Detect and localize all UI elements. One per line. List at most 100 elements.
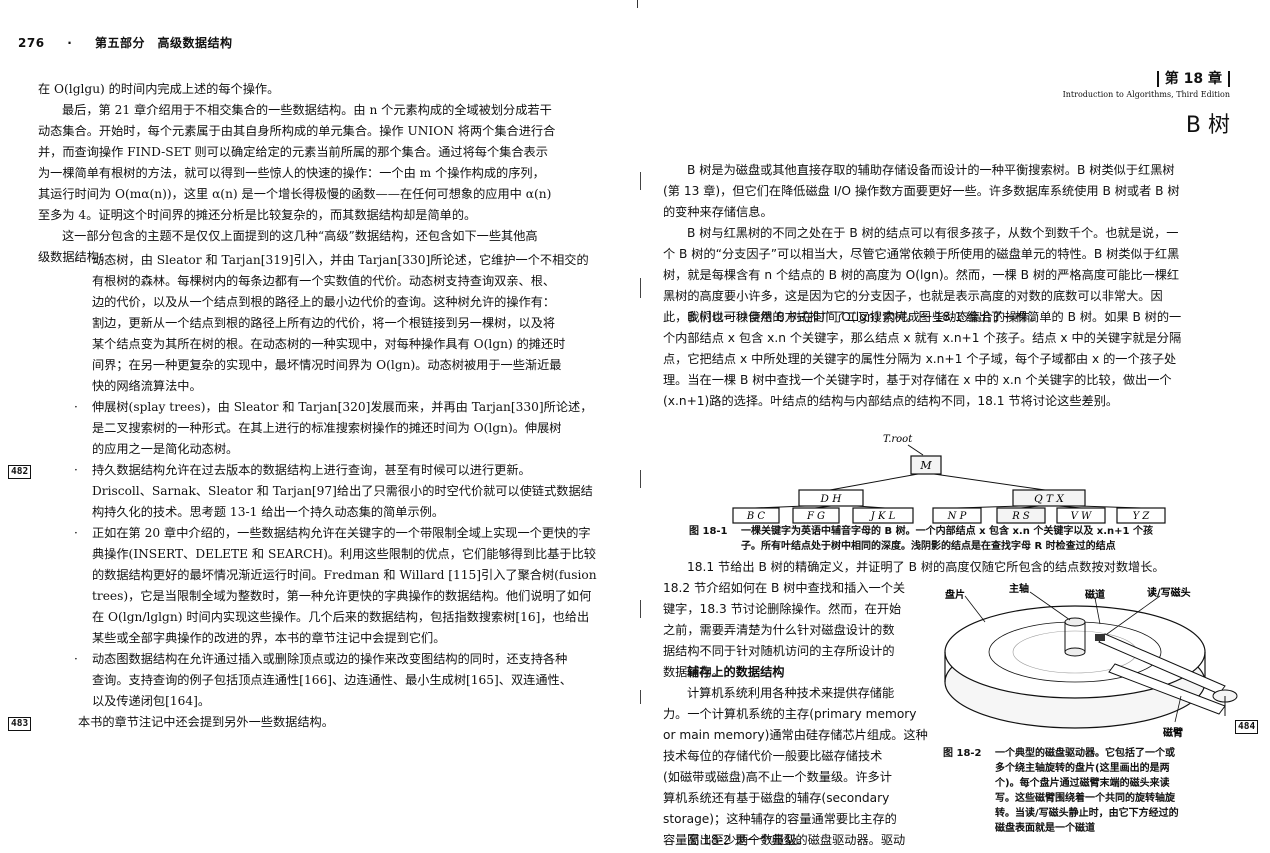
text-line: 正如在第 20 章中介绍的，一些数据结构允许在关键字的一个带限制全域上实现一个更… <box>92 526 591 540</box>
bullet-item: · 持久数据结构允许在过去版本的数据结构上进行查询，甚至有时候可以进行更新。 D… <box>74 460 593 523</box>
spindle-cap <box>1064 617 1086 627</box>
tree-leaf-label: J K L <box>869 511 896 522</box>
text-line: 典操作(INSERT、DELETE 和 SEARCH)。利用这些限制的优点，它们… <box>92 547 596 561</box>
gutter-line <box>640 172 641 190</box>
bullet-dot: · <box>74 526 78 540</box>
text-line: 间界；在另一种更复杂的实现中，最坏情况时间界为 O(lgn)。动态树被用于一些渐… <box>92 358 562 372</box>
text-line: 点，它把结点 x 中所处理的关键字的属性分隔为 x.n+1 个子域，每个子域都由… <box>663 352 1177 366</box>
bullet-item: · 动态树，由 Sleator 和 Tarjan[319]引入，并由 Tarja… <box>74 250 589 397</box>
text-line: 个内部结点 x 包含 x.n 个关键字，那么结点 x 就有 x.n+1 个孩子。… <box>663 331 1182 345</box>
text-line: 动态树，由 Sleator 和 Tarjan[319]引入，并由 Tarjan[… <box>92 253 589 267</box>
page-number: 276 <box>18 36 45 50</box>
running-header: 276 · 第五部分 高级数据结构 <box>18 34 233 51</box>
bullet-item: · 伸展树(splay trees)，由 Sleator 和 Tarjan[32… <box>74 397 592 460</box>
text-line: 此，我们也可以使用 B 树在时间 O(lgn) 内完成一些动态集合的操作。 <box>663 310 1042 324</box>
text-line: 容量高出至少两个数量级。 <box>663 833 810 847</box>
text-line: or main memory)通常由硅存储芯片组成。这种 <box>663 728 928 742</box>
tree-leaf-label: F G <box>806 511 825 522</box>
chapter-number: 第 18 章 <box>1156 71 1230 87</box>
text-line: 割边，更新从一个结点到根的路径上所有边的代价，将一个根链接到另一棵树，以及将 <box>92 316 556 330</box>
text-line: 构持久化的技术。思考题 13-1 给出一个持久动态集的简单示例。 <box>92 505 445 519</box>
tree-root-label: T.root <box>883 434 913 445</box>
root-pointer-line <box>907 444 924 456</box>
bullet-dot: · <box>74 652 78 666</box>
tree-leaf <box>732 507 780 524</box>
figure-caption: 图 18-1 一棵关键字为英语中辅音字母的 B 树。一个内部结点 x 包含 x.… <box>689 524 1153 554</box>
bullet-item: · 动态图数据结构在允许通过插入或删除顶点或边的操作来改变图结构的同时，还支持各… <box>74 649 572 712</box>
text-line: 其运行时间为 O(mα(n))，这里 α(n) 是一个增长得极慢的函数——在任何… <box>38 187 552 201</box>
text-line: 图 18-2 是一个典型的磁盘驱动器。驱动 <box>687 833 906 847</box>
text-line: Driscoll、Sarnak、Sleator 和 Tarjan[97]给出了只… <box>92 484 593 498</box>
text-line: 并，而查询操作 FIND-SET 则可以确定给定的元素当前所属的那个集合。通过将… <box>38 145 548 159</box>
text-line: B 树与红黑树的不同之处在于 B 树的结点可以有很多孩子，从数个到数千个。也就是… <box>687 226 1179 240</box>
paragraph: B 树是为磁盘或其他直接存取的辅助存储设备而设计的一种平衡搜索树。B 树类似于红… <box>663 160 1180 223</box>
leader-line <box>1106 595 1161 635</box>
label-track: 磁道 <box>1085 588 1105 601</box>
text-line: 算机系统还有基于磁盘的辅存(secondary <box>663 791 890 805</box>
gutter-line <box>640 470 641 488</box>
tree-leaf <box>852 507 914 524</box>
text-line: storage)；这种辅存的容量通常要比主存的 <box>663 812 897 826</box>
text-line: 转。当读/写磁头静止时，由它下方经过的 <box>995 808 1179 819</box>
text-line: 以及传递闭包[164]。 <box>92 694 211 708</box>
chapter-subtitle: Introduction to Algorithms, Third Editio… <box>1062 90 1230 99</box>
text-line: B 树是为磁盘或其他直接存取的辅助存储设备而设计的一种平衡搜索树。B 树类似于红… <box>687 163 1175 177</box>
tree-leaf-label: B C <box>746 511 766 522</box>
text-line: 磁盘表面就是一个磁道 <box>995 823 1095 834</box>
tree-leaf-label: N P <box>947 511 967 522</box>
text-line: 快的网络流算法中。 <box>92 379 202 393</box>
gutter-line <box>640 600 641 618</box>
text-line: 计算机系统利用各种技术来提供存储能 <box>687 686 895 700</box>
tree-leaf <box>1056 507 1106 524</box>
tree-node-internal-label: D H <box>820 493 843 505</box>
text-line: trees)，它是当限制全域为整数时，第一种允许更快的字典操作的数据结构。他们说… <box>92 589 592 603</box>
label-arm: 磁臂 <box>1163 726 1183 739</box>
lower-arm <box>1108 663 1226 715</box>
figure-label: 图 18-2 <box>943 748 982 759</box>
text-line: 多个绕主轴旋转的盘片(这里画出的是两 <box>995 763 1170 774</box>
margin-note: 484 <box>1235 720 1259 734</box>
text-line: 18.1 节给出 B 树的精确定义，并证明了 B 树的高度仅随它所包含的结点数按… <box>687 560 1165 574</box>
text-line: 持久数据结构允许在过去版本的数据结构上进行查询，甚至有时候可以进行更新。 <box>92 463 531 477</box>
tree-edge <box>933 473 1046 491</box>
gutter-mark <box>637 0 638 8</box>
text-line: 数据结构。 <box>663 665 724 679</box>
text-line: 理。当在一棵 B 树中查找一个关键字时，基于对存储在 x 中的 x.n 个关键字… <box>663 373 1172 387</box>
paragraph: B 树与红黑树的不同之处在于 B 树的结点可以有很多孩子，从数个到数千个。也就是… <box>663 223 1179 328</box>
text-line: 据结构不同于针对随机访问的主存所设计的 <box>663 644 895 658</box>
leader-line <box>1094 597 1101 625</box>
text-line: 这一部分包含的主题不是仅仅上面提到的这几种“高级”数据结构，还包含如下一些其他高 <box>62 229 538 243</box>
tree-leaf <box>1116 507 1166 524</box>
bullet-dot: · <box>74 463 78 477</box>
text-line: (如磁带或磁盘)高不止一个数量级。许多计 <box>663 770 892 784</box>
text-line: 为一棵简单有根树的方法，就可以得到一些惊人的快速的操作：一个由 m 个操作构成的… <box>38 166 545 180</box>
bullet-item: · 正如在第 20 章中介绍的，一些数据结构允许在关键字的一个带限制全域上实现一… <box>74 523 597 649</box>
paragraph: 计算机系统利用各种技术来提供存储能 力。一个计算机系统的主存(primary m… <box>663 683 928 851</box>
text-line: 某个结点变为其所在树的根。在动态树的一种实现中，对每种操作具有 O(lgn) 的… <box>92 337 566 351</box>
text-line: 在 O(lglgu) 的时间内完成上述的每个操作。 <box>38 82 280 96</box>
text-line: 最后，第 21 章介绍用于不相交集合的一些数据结构。由 n 个元素构成的全域被划… <box>62 103 552 117</box>
text-line: 级数据结构： <box>38 250 112 264</box>
text-line: 技术每位的存储代价一般要比磁存储技术 <box>663 749 883 763</box>
text-line: 写。这些磁臂围绕着一个共同的旋转轴旋 <box>995 793 1175 804</box>
text-line: 本书的章节注记中还会提到另外一些数据结构。 <box>78 715 334 729</box>
text-line: 边的代价，以及从一个结点到根的路径上的最小边代价的查询。这种树允许的操作有： <box>92 295 556 309</box>
tree-leaf <box>792 507 840 524</box>
tree-node-internal <box>1012 489 1086 507</box>
tree-edge <box>829 473 919 491</box>
tree-node-internal-label: Q T X <box>1034 493 1064 505</box>
text-line: 是二叉搜索树的一种形式。在其上进行的标准搜索树操作的摊还时间为 O(lgn)。伸… <box>92 421 562 435</box>
text-line: 一棵关键字为英语中辅音字母的 B 树。一个内部结点 x 包含 x.n 个关键字以… <box>741 526 1153 537</box>
read-write-head <box>1095 634 1105 641</box>
text-line: 的变种来存储信息。 <box>663 205 773 219</box>
text-line: (第 13 章)，但它们在降低磁盘 I/O 操作数方面要更好一些。许多数据库系统… <box>663 184 1180 198</box>
paragraph: B 树以一种自然的方式推广了二叉搜索树。图 18-1 给出了一棵简单的 B 树。… <box>663 307 1181 412</box>
text-line: 的数据结构更好的最坏情况渐近运行时间。Fredman 和 Willard [11… <box>92 568 597 582</box>
tree-leaf <box>932 507 982 524</box>
text-line: 查询。支持查询的例子包括顶点连通性[166]、边连通性、最小生成树[165]、双… <box>92 673 572 687</box>
subheading: 辅存上的数据结构 <box>687 665 785 679</box>
tree-leaf-label: Y Z <box>1133 511 1151 522</box>
paragraph: 这一部分包含的主题不是仅仅上面提到的这几种“高级”数据结构，还包含如下一些其他高… <box>38 226 608 268</box>
gutter-line <box>640 690 641 704</box>
